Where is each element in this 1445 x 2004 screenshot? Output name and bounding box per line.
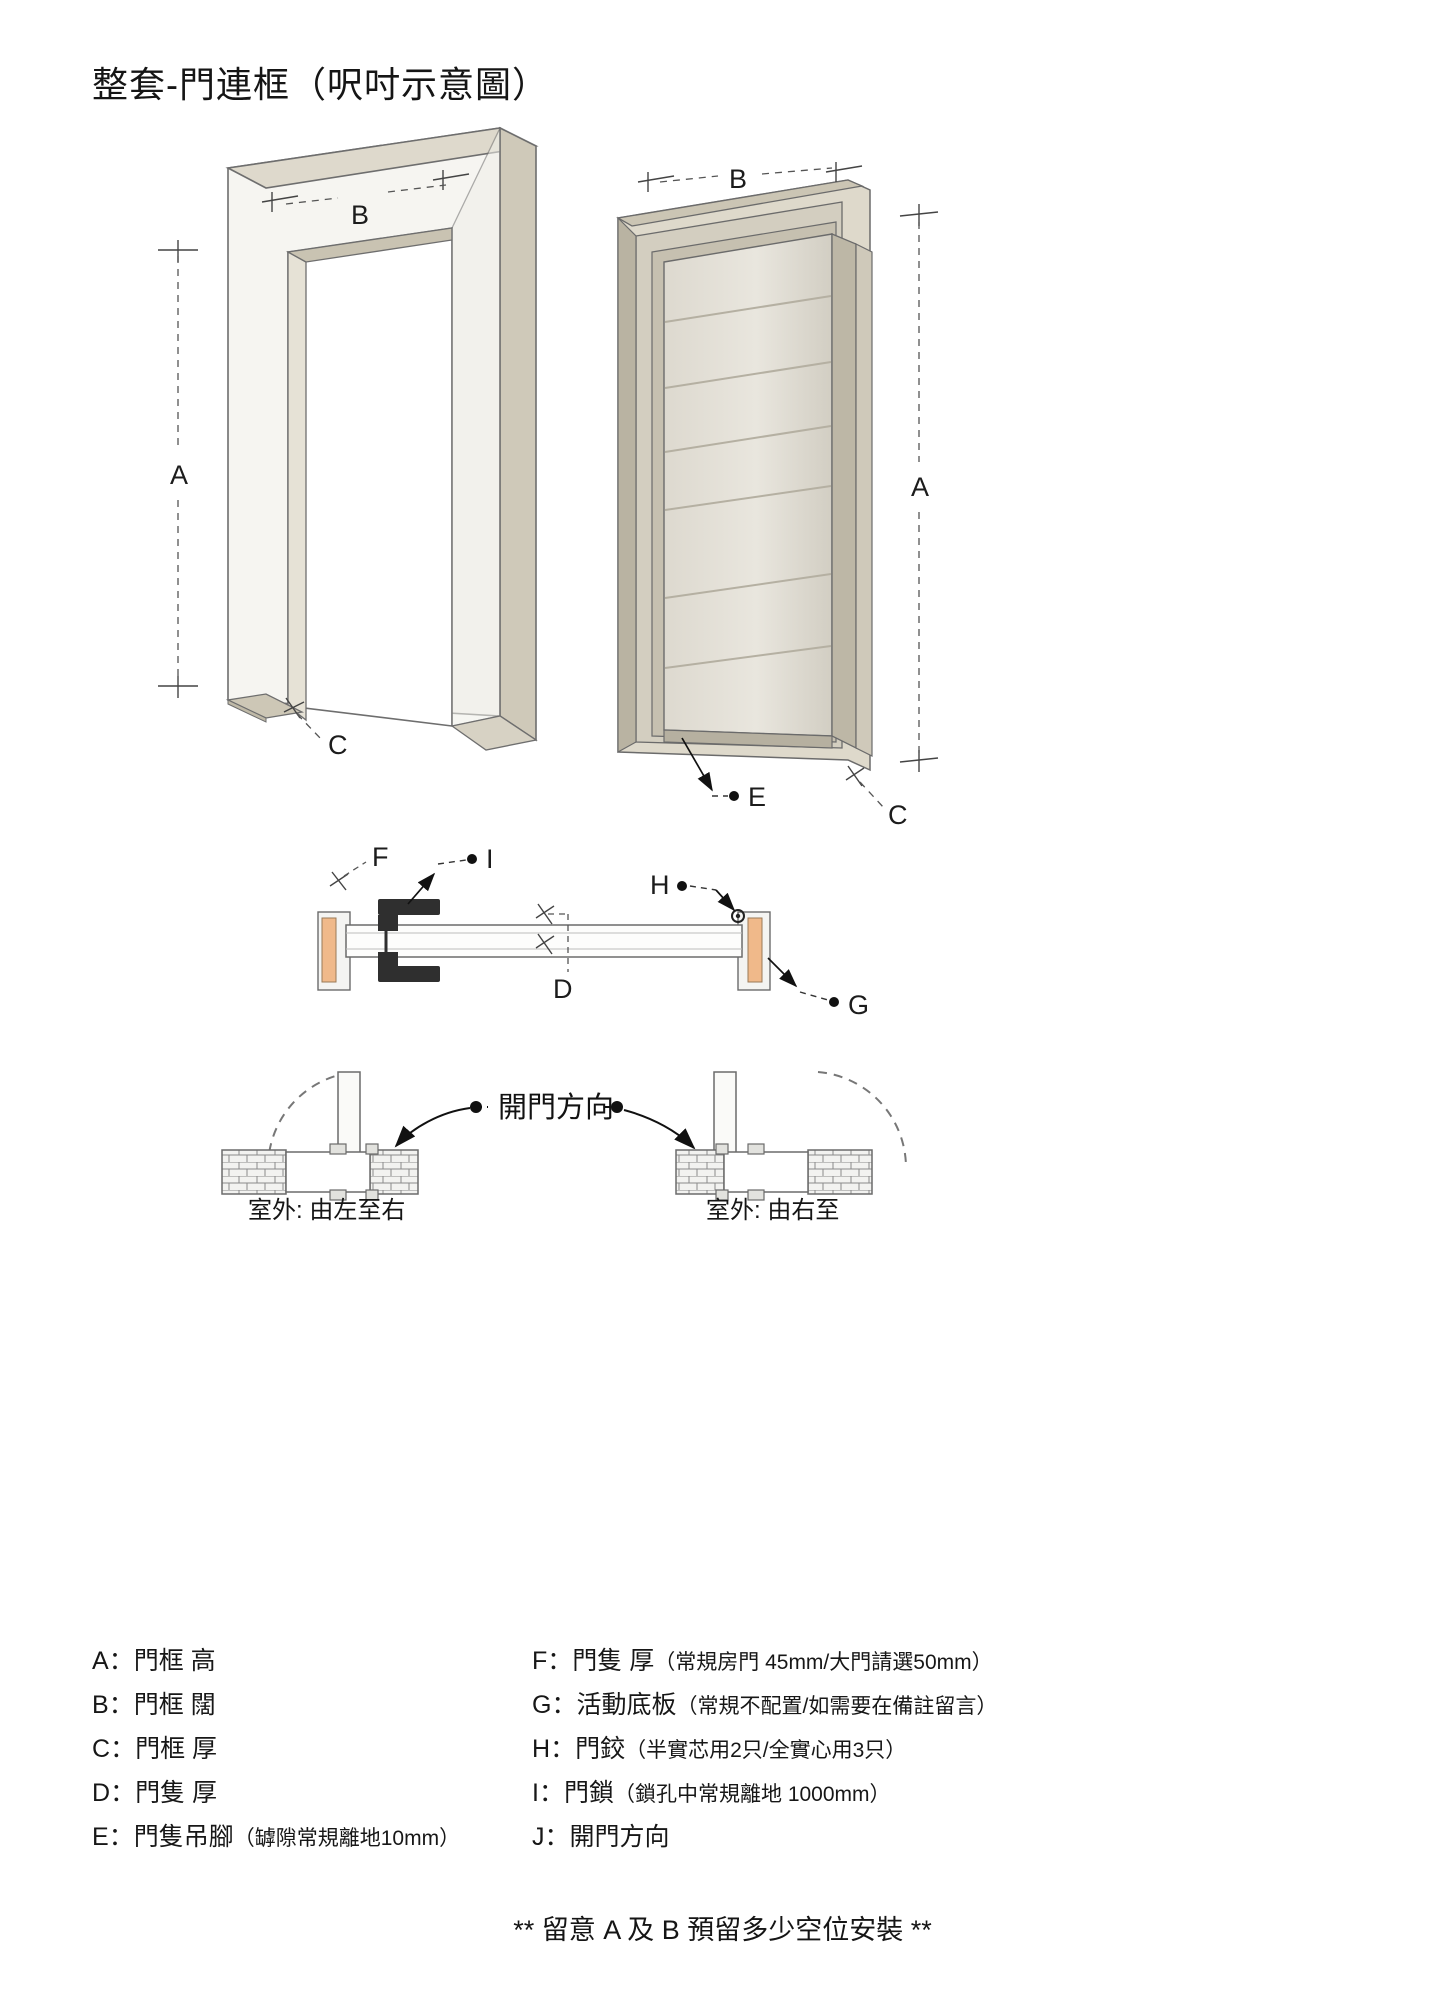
legend-term-J: 開門方向 [569, 1823, 670, 1851]
legend-sep: ： [110, 1735, 136, 1763]
legend-item-A: A：門框 高 [92, 1640, 460, 1684]
swing-right: 室外: 由右至 [675, 1071, 908, 1224]
frame-isometric-group: B A C [158, 126, 539, 760]
dim-label-E-door: E [748, 782, 766, 812]
legend-item-D: D：門隻 厚 [92, 1772, 460, 1816]
legend-item-B: B：門框 闊 [92, 1684, 460, 1728]
legend-term-G: 活動底板 [576, 1691, 677, 1719]
legend-note-E: （罅隙常規離地10mm） [233, 1827, 461, 1850]
legend-sep: ： [551, 1691, 577, 1719]
legend-note-F: （常規房門 45mm/大門請選50mm） [654, 1651, 993, 1674]
page-title: 整套-門連框（呎吋示意圖） [92, 64, 549, 105]
dim-label-H: H [650, 870, 670, 900]
legend-key-I: I [532, 1779, 539, 1807]
swing-left-label: 室外: 由左至右 [248, 1197, 405, 1224]
legend-key-D: D [92, 1779, 111, 1807]
legend-key-B: B [92, 1691, 109, 1719]
legend-item-I: I：門鎖（鎖孔中常規離地 1000mm） [532, 1772, 1445, 1816]
legend-term-E: 門隻吊腳 [133, 1823, 234, 1851]
legend-item-H: H：門鉸（半實芯用2只/全實心用3只） [532, 1728, 1445, 1772]
legend-key-E: E [92, 1823, 109, 1851]
legend-term-A: 門框 高 [133, 1647, 216, 1675]
legend-key-A: A [92, 1647, 109, 1675]
dim-label-A-frame: A [170, 460, 188, 490]
dim-label-F: F [372, 842, 389, 872]
dim-label-C-frame: C [328, 730, 348, 760]
legend-note-G: （常規不配置/如需要在備註留言） [676, 1695, 998, 1718]
legend-sep: ： [550, 1735, 576, 1763]
dim-label-C-door: C [888, 800, 908, 830]
door-isometric-group: B A C E [616, 162, 939, 830]
legend-column-right: F：門隻 厚（常規房門 45mm/大門請選50mm） G：活動底板（常規不配置/… [460, 1640, 1445, 1860]
legend-key-C: C [92, 1735, 111, 1763]
legend-term-I: 門鎖 [563, 1779, 614, 1807]
dim-label-A-door: A [911, 472, 929, 502]
legend-note-I: （鎖孔中常規離地 1000mm） [613, 1783, 891, 1806]
swing-left: 室外: 由左至右 [221, 1071, 419, 1224]
legend-key-H: H [532, 1735, 551, 1763]
footer-note: ** 留意 A 及 B 預留多少空位安裝 ** [513, 1915, 932, 1945]
legend-term-B: 門框 闊 [133, 1691, 216, 1719]
legend-column-left: A：門框 高 B：門框 闊 C：門框 厚 D：門隻 厚 E：門隻吊腳（罅隙常規離… [0, 1640, 460, 1860]
legend-term-C: 門框 厚 [135, 1735, 218, 1763]
legend-key-J: J [532, 1823, 545, 1851]
legend-item-J: J：開門方向 [532, 1816, 1445, 1860]
legend-key-F: F [532, 1647, 548, 1675]
dim-label-G: G [848, 990, 869, 1020]
dim-label-B-door: B [729, 164, 747, 194]
legend-item-F: F：門隻 厚（常規房門 45mm/大門請選50mm） [532, 1640, 1445, 1684]
swing-direction-group: 室外: 由左至右 開門方向 室外: 由右至 [221, 1071, 908, 1224]
legend-note-H: （半實芯用2只/全實心用3只） [625, 1739, 907, 1762]
legend-item-C: C：門框 厚 [92, 1728, 460, 1772]
dim-label-D: D [553, 974, 573, 1004]
legend-sep: ： [108, 1647, 134, 1675]
swing-heading: 開門方向 [498, 1091, 614, 1124]
legend-item-G: G：活動底板（常規不配置/如需要在備註留言） [532, 1684, 1445, 1728]
dim-label-I: I [486, 844, 494, 874]
legend-block: A：門框 高 B：門框 闊 C：門框 厚 D：門隻 厚 E：門隻吊腳（罅隙常規離… [0, 1640, 1445, 1860]
dim-label-B-frame: B [351, 200, 369, 230]
legend-sep: ： [538, 1779, 564, 1807]
legend-item-E: E：門隻吊腳（罅隙常規離地10mm） [92, 1816, 460, 1860]
legend-term-H: 門鉸 [575, 1735, 626, 1763]
legend-term-D: 門隻 厚 [135, 1779, 218, 1807]
legend-key-G: G [532, 1691, 552, 1719]
door-section-group: F I H D G [317, 842, 869, 1020]
swing-right-label: 室外: 由右至 [706, 1197, 839, 1224]
legend-sep: ： [544, 1823, 570, 1851]
legend-term-F: 門隻 厚 [572, 1647, 655, 1675]
legend-sep: ： [108, 1691, 134, 1719]
legend-sep: ： [547, 1647, 573, 1675]
legend-sep: ： [108, 1823, 134, 1851]
legend-sep: ： [110, 1779, 136, 1807]
